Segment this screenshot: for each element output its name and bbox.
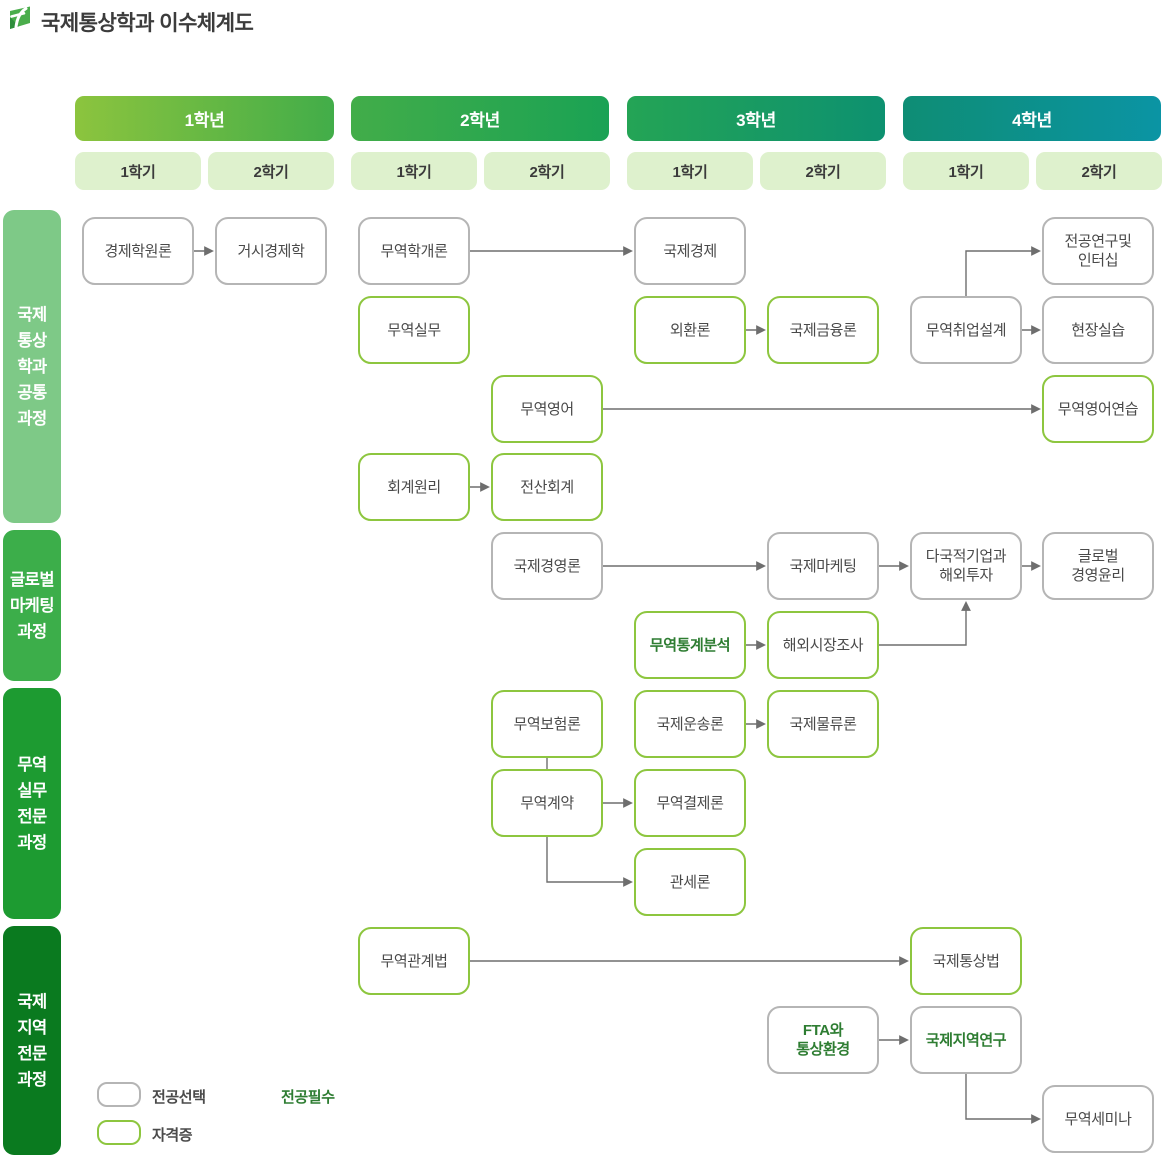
- semester-header-2-2: 2학기: [484, 152, 610, 190]
- legend-certificate-swatch: [97, 1120, 141, 1145]
- semester-header-1-1: 1학기: [75, 152, 201, 190]
- course-box-foreign-exchange: 외환론: [634, 296, 746, 364]
- year-header-2: 2학년: [351, 96, 609, 141]
- course-box-accounting-principles: 회계원리: [358, 453, 470, 521]
- course-box-intl-economics: 국제경제: [634, 217, 746, 285]
- course-box-econ-principles: 경제학원론: [82, 217, 194, 285]
- course-box-intl-transport: 국제운송론: [634, 690, 746, 758]
- course-box-trade-settlement: 무역결제론: [634, 769, 746, 837]
- year-header-1: 1학년: [75, 96, 334, 141]
- department-logo-icon: [10, 6, 30, 29]
- course-box-field-training: 현장실습: [1042, 296, 1154, 364]
- course-box-intl-logistics: 국제물류론: [767, 690, 879, 758]
- semester-header-4-1: 1학기: [903, 152, 1029, 190]
- course-box-trade-statistics: 무역통계분석: [634, 611, 746, 679]
- course-box-computerized-accounting: 전산회계: [491, 453, 603, 521]
- course-box-trade-practice: 무역실무: [358, 296, 470, 364]
- page-title: 국제통상학과 이수체계도: [41, 12, 254, 35]
- course-box-trade-english-practice: 무역영어연습: [1042, 375, 1154, 443]
- legend-elective-swatch: [97, 1082, 141, 1107]
- legend-elective-label: 전공선택: [152, 1089, 206, 1106]
- course-box-macroeconomics: 거시경제학: [215, 217, 327, 285]
- course-box-trade-law: 무역관계법: [358, 927, 470, 995]
- year-header-3: 3학년: [627, 96, 885, 141]
- semester-header-4-2: 2학기: [1036, 152, 1162, 190]
- semester-header-2-1: 1학기: [351, 152, 477, 190]
- semester-header-3-2: 2학기: [760, 152, 886, 190]
- course-box-intl-marketing: 국제마케팅: [767, 532, 879, 600]
- legend-required-label: 전공필수: [281, 1089, 335, 1106]
- semester-header-3-1: 1학기: [627, 152, 753, 190]
- course-box-trade-seminar: 무역세미나: [1042, 1085, 1154, 1153]
- course-box-trade-contracts: 무역계약: [491, 769, 603, 837]
- course-box-trade-insurance: 무역보험론: [491, 690, 603, 758]
- course-box-overseas-market-research: 해외시장조사: [767, 611, 879, 679]
- course-box-intl-area-studies: 국제지역연구: [910, 1006, 1022, 1074]
- course-box-intro-trade: 무역학개론: [358, 217, 470, 285]
- course-box-customs: 관세론: [634, 848, 746, 916]
- course-box-trade-career-design: 무역취업설계: [910, 296, 1022, 364]
- semester-header-1-2: 2학기: [208, 152, 334, 190]
- year-header-4: 4학년: [903, 96, 1161, 141]
- course-box-intl-finance: 국제금융론: [767, 296, 879, 364]
- connector-trade-contracts-to-customs: [546, 837, 633, 887]
- course-box-trade-english: 무역영어: [491, 375, 603, 443]
- legend-certificate-label: 자격증: [152, 1127, 193, 1144]
- connector-trade-career-design-to-major-research-internship: [965, 246, 1041, 296]
- connector-overseas-market-research-to-multinational-investment: [879, 601, 971, 646]
- course-box-intl-trade-law: 국제통상법: [910, 927, 1022, 995]
- connector-intl-area-studies-to-trade-seminar: [965, 1074, 1041, 1124]
- course-box-intl-management: 국제경영론: [491, 532, 603, 600]
